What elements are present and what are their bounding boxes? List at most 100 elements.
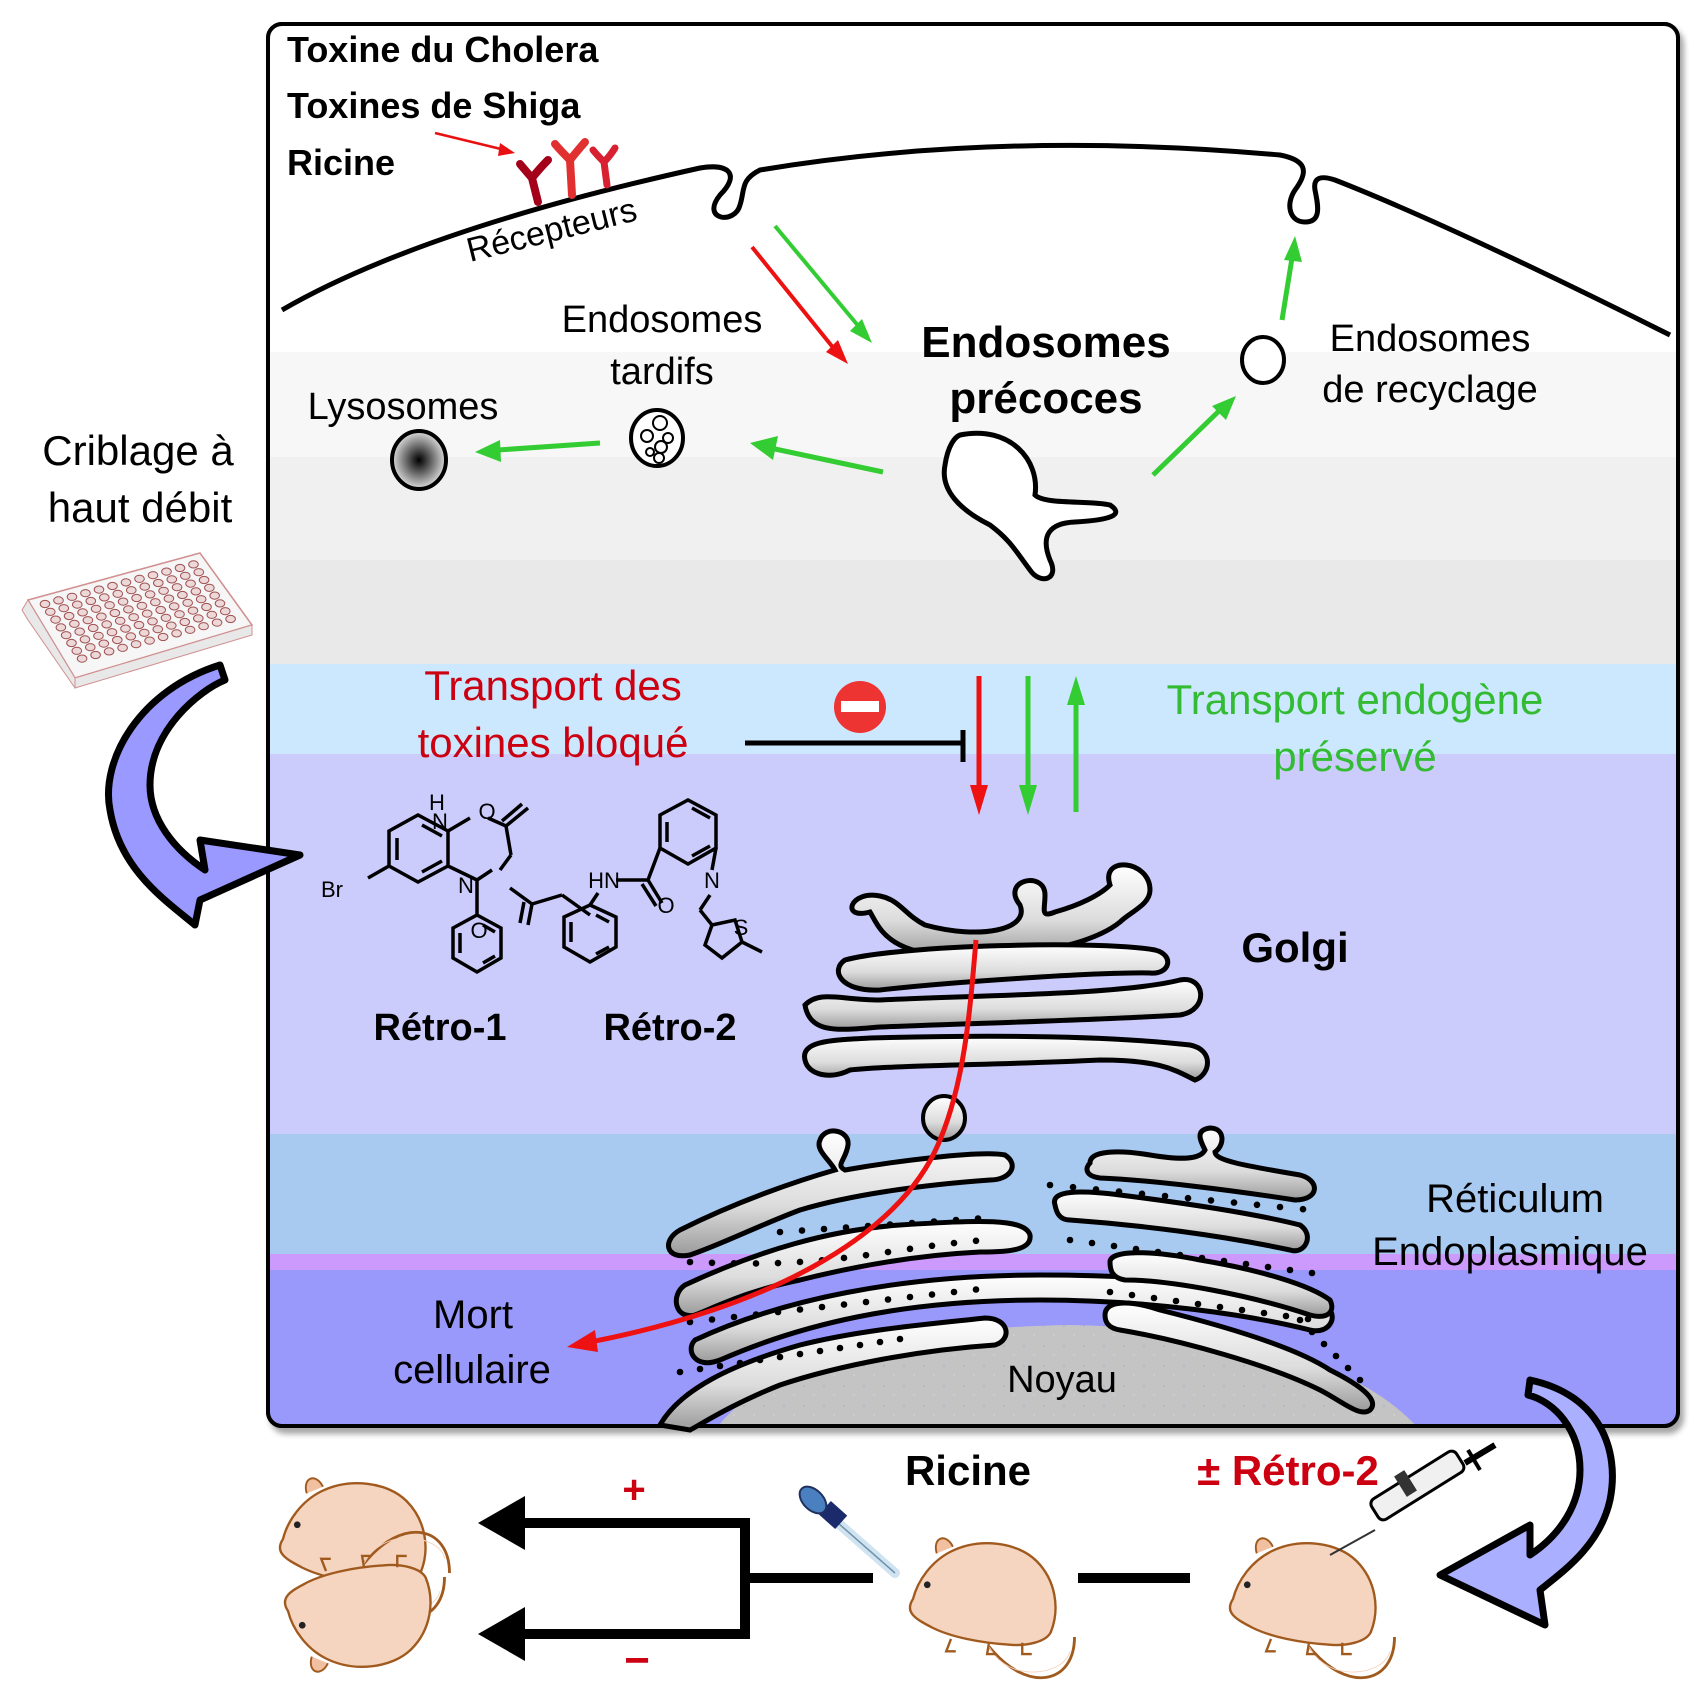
ribosome-dot	[836, 1344, 844, 1352]
golgi-transport-arrows	[970, 676, 1085, 815]
plate-well	[133, 620, 145, 630]
ribosome-dot	[1220, 1257, 1228, 1265]
ribosome-dot	[1216, 1303, 1224, 1311]
ribosome-dot	[1286, 1266, 1294, 1274]
ribosome-dot	[774, 1308, 782, 1316]
plate-well	[150, 598, 161, 607]
syringe-icon	[1329, 1442, 1497, 1556]
plate-well	[69, 619, 80, 628]
plate-well	[117, 643, 128, 652]
svg-text:N: N	[432, 809, 448, 834]
ribosome-dots	[676, 1181, 1364, 1384]
plate-well	[171, 629, 182, 638]
plate-well	[147, 617, 158, 626]
microplate-icon	[21, 552, 254, 689]
plate-well	[182, 598, 193, 607]
plate-well	[193, 568, 205, 577]
plate-well	[93, 585, 105, 594]
ribosome-dot	[798, 1227, 806, 1234]
plate-well	[106, 628, 118, 637]
dropper-icon	[798, 1485, 900, 1578]
plate-well	[161, 567, 172, 576]
plate-well	[66, 592, 78, 601]
plate-well	[184, 625, 196, 634]
plate-well	[104, 601, 115, 610]
plate-well	[85, 596, 97, 606]
retro1-label: Rétro-1	[373, 1007, 506, 1049]
ribosome-dot	[950, 1239, 958, 1247]
ribosome-dot	[796, 1350, 804, 1358]
ribosome-dot	[752, 1260, 760, 1267]
plate-well	[220, 607, 231, 616]
plate-well	[139, 582, 151, 591]
plate-well	[71, 646, 83, 655]
plate-well	[166, 575, 178, 584]
plasma-membrane	[280, 142, 1672, 338]
plate-well	[179, 617, 191, 627]
plate-well	[209, 591, 220, 600]
ribosome-dot	[1176, 1251, 1184, 1259]
preserved-transport-label-line2: préservé	[1273, 733, 1436, 780]
plate-well	[206, 610, 218, 619]
plate-well	[79, 635, 91, 644]
screening-label-line2: haut débit	[48, 484, 233, 531]
early-endosomes-label-line1: Endosomes	[921, 318, 1170, 367]
ribosome-dot	[1308, 1328, 1316, 1336]
plate-well	[160, 613, 172, 622]
ribosome-dot	[686, 1258, 694, 1266]
ribosome-dot	[1198, 1254, 1206, 1262]
toxin-path-arrowhead	[567, 1330, 598, 1352]
plate-well	[74, 627, 85, 636]
ribosome-dot	[1069, 1183, 1077, 1191]
plate-well	[141, 609, 153, 618]
plate-well	[130, 640, 142, 649]
late-endosomes-label-line2: tardifs	[610, 351, 713, 393]
plate-well	[190, 587, 202, 596]
ribosome-dot	[842, 1224, 850, 1231]
toxin-retrograde-path	[584, 939, 979, 1346]
screening-label-line1: Criblage à	[42, 427, 234, 474]
plate-well	[55, 623, 67, 632]
cell-border	[266, 22, 1680, 1428]
plate-well	[171, 583, 183, 592]
svg-text:O: O	[657, 893, 674, 918]
plate-well	[131, 593, 142, 603]
ribosome-dot	[1092, 1186, 1100, 1193]
ribosome-dot	[886, 1221, 894, 1228]
ribosome-dot	[1276, 1203, 1284, 1211]
plate-well	[177, 590, 188, 600]
ribosome-dot	[1304, 1315, 1312, 1323]
band-white	[268, 24, 1678, 352]
ribosome-dot	[972, 1286, 980, 1293]
ribosome-dot	[756, 1356, 764, 1364]
ribosome-dot	[840, 1301, 848, 1308]
ribosome-dot	[884, 1248, 892, 1256]
plate-well	[103, 647, 115, 656]
toxin-label-shiga: Toxines de Shiga	[287, 85, 581, 126]
ricin-in-vivo-label: Ricine	[905, 1447, 1031, 1494]
ribosome-dot	[696, 1365, 704, 1373]
ribosome-dot	[896, 1335, 904, 1343]
toxin-arrow-head	[498, 143, 515, 156]
plate-well	[101, 620, 112, 629]
svg-text:N: N	[704, 868, 720, 893]
ribosome-dot	[1296, 1316, 1304, 1324]
toxin-label-ricin: Ricine	[287, 142, 395, 183]
minus-sign: −	[624, 1636, 650, 1685]
plate-well	[125, 632, 137, 641]
no-entry-icon	[834, 681, 886, 733]
mouse-dead	[283, 1530, 451, 1673]
plate-well	[98, 639, 110, 648]
plate-well	[45, 607, 56, 616]
ribosome-dot	[972, 1237, 980, 1245]
plate-well	[53, 596, 64, 605]
plate-well	[180, 571, 191, 580]
plate-well	[204, 583, 215, 592]
ribosome-dot	[1207, 1197, 1215, 1204]
recycling-endosomes-label-line2: de recyclage	[1322, 369, 1537, 411]
golgi-apparatus	[802, 862, 1210, 1083]
recycling-arrows	[1151, 236, 1302, 477]
ribosome-dot	[906, 1245, 914, 1253]
ribosome-dot	[840, 1254, 848, 1262]
ribosome-dot	[1299, 1205, 1307, 1213]
